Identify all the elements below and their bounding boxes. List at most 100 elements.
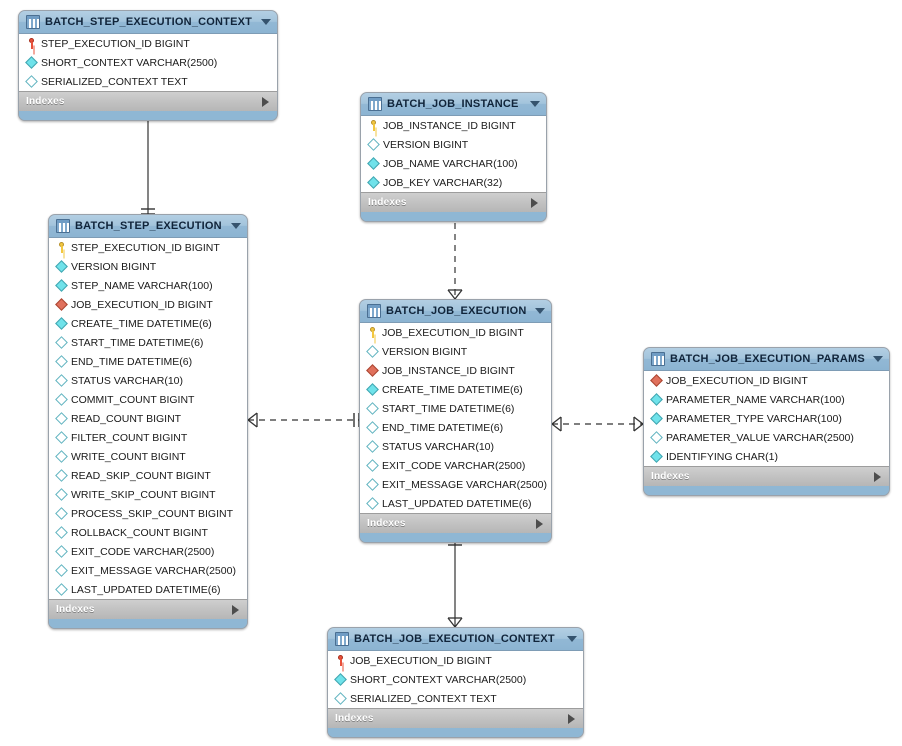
chevron-down-icon[interactable]	[535, 308, 545, 314]
relationship-rel-job-exec-step-exec[interactable]	[247, 412, 360, 428]
chevron-down-icon[interactable]	[231, 223, 241, 229]
table-name-label: BATCH_JOB_EXECUTION_CONTEXT	[354, 633, 555, 645]
column-row[interactable]: ROLLBACK_COUNT BIGINT	[49, 523, 247, 542]
not-null-column-icon	[651, 451, 662, 462]
column-row[interactable]: START_TIME DATETIME(6)	[360, 399, 551, 418]
indexes-section-batch_job_execution[interactable]: Indexes	[360, 513, 551, 533]
chevron-down-icon[interactable]	[530, 101, 540, 107]
column-row[interactable]: FILTER_COUNT BIGINT	[49, 428, 247, 447]
table-header-batch_job_execution_params[interactable]: BATCH_JOB_EXECUTION_PARAMS	[644, 348, 889, 371]
column-row[interactable]: JOB_EXECUTION_ID BIGINT	[49, 295, 247, 314]
expand-indexes-arrow-icon[interactable]	[531, 197, 538, 208]
column-row[interactable]: STATUS VARCHAR(10)	[360, 437, 551, 456]
column-row[interactable]: PARAMETER_NAME VARCHAR(100)	[644, 390, 889, 409]
column-row[interactable]: VERSION BIGINT	[360, 342, 551, 361]
relationship-rel-job-instance-execution[interactable]	[447, 211, 463, 300]
column-row[interactable]: JOB_EXECUTION_ID BIGINT	[328, 651, 583, 670]
column-row[interactable]: WRITE_COUNT BIGINT	[49, 447, 247, 466]
column-row[interactable]: CREATE_TIME DATETIME(6)	[360, 380, 551, 399]
column-row[interactable]: STATUS VARCHAR(10)	[49, 371, 247, 390]
nullable-column-icon	[56, 337, 67, 348]
table-icon	[367, 304, 381, 318]
relationship-rel-step-exec-context[interactable]	[140, 109, 156, 215]
column-row[interactable]: STEP_EXECUTION_ID BIGINT	[49, 238, 247, 257]
column-label: READ_COUNT BIGINT	[71, 412, 182, 425]
column-label: JOB_EXECUTION_ID BIGINT	[350, 654, 492, 667]
table-node-batch_job_execution[interactable]: BATCH_JOB_EXECUTION JOB_EXECUTION_ID BIGI…	[359, 299, 552, 543]
column-row[interactable]: SERIALIZED_CONTEXT TEXT	[19, 72, 277, 91]
column-row[interactable]: STEP_NAME VARCHAR(100)	[49, 276, 247, 295]
indexes-label: Indexes	[335, 713, 374, 724]
column-row[interactable]: EXIT_CODE VARCHAR(2500)	[360, 456, 551, 475]
column-label: JOB_EXECUTION_ID BIGINT	[382, 326, 524, 339]
table-header-batch_job_execution_context[interactable]: BATCH_JOB_EXECUTION_CONTEXT	[328, 628, 583, 651]
indexes-section-batch_job_execution_context[interactable]: Indexes	[328, 708, 583, 728]
column-row[interactable]: SERIALIZED_CONTEXT TEXT	[328, 689, 583, 708]
table-node-batch_step_execution[interactable]: BATCH_STEP_EXECUTION STEP_EXECUTION_ID BI…	[48, 214, 248, 629]
table-header-batch_step_execution[interactable]: BATCH_STEP_EXECUTION	[49, 215, 247, 238]
expand-indexes-arrow-icon[interactable]	[874, 471, 881, 482]
column-row[interactable]: VERSION BIGINT	[361, 135, 546, 154]
expand-indexes-arrow-icon[interactable]	[568, 713, 575, 724]
column-row[interactable]: LAST_UPDATED DATETIME(6)	[360, 494, 551, 513]
column-row[interactable]: PARAMETER_VALUE VARCHAR(2500)	[644, 428, 889, 447]
nullable-column-icon	[367, 422, 378, 433]
indexes-section-batch_job_instance[interactable]: Indexes	[361, 192, 546, 212]
column-row[interactable]: PROCESS_SKIP_COUNT BIGINT	[49, 504, 247, 523]
table-node-batch_job_instance[interactable]: BATCH_JOB_INSTANCE JOB_INSTANCE_ID BIGINT…	[360, 92, 547, 222]
table-node-batch_job_execution_context[interactable]: BATCH_JOB_EXECUTION_CONTEXT JOB_EXECUTION…	[327, 627, 584, 738]
primary-foreign-key-icon	[335, 655, 346, 666]
column-label: EXIT_MESSAGE VARCHAR(2500)	[382, 478, 547, 491]
column-row[interactable]: STEP_EXECUTION_ID BIGINT	[19, 34, 277, 53]
column-row[interactable]: LAST_UPDATED DATETIME(6)	[49, 580, 247, 599]
column-row[interactable]: COMMIT_COUNT BIGINT	[49, 390, 247, 409]
nullable-column-icon	[56, 394, 67, 405]
table-header-batch_job_instance[interactable]: BATCH_JOB_INSTANCE	[361, 93, 546, 116]
column-row[interactable]: READ_SKIP_COUNT BIGINT	[49, 466, 247, 485]
column-row[interactable]: WRITE_SKIP_COUNT BIGINT	[49, 485, 247, 504]
foreign-key-icon	[56, 299, 67, 310]
table-header-batch_job_execution[interactable]: BATCH_JOB_EXECUTION	[360, 300, 551, 323]
nullable-column-icon	[56, 565, 67, 576]
column-row[interactable]: EXIT_MESSAGE VARCHAR(2500)	[360, 475, 551, 494]
chevron-down-icon[interactable]	[873, 356, 883, 362]
column-row[interactable]: JOB_EXECUTION_ID BIGINT	[360, 323, 551, 342]
column-row[interactable]: VERSION BIGINT	[49, 257, 247, 276]
column-row[interactable]: START_TIME DATETIME(6)	[49, 333, 247, 352]
column-label: STEP_EXECUTION_ID BIGINT	[71, 241, 220, 254]
column-row[interactable]: JOB_NAME VARCHAR(100)	[361, 154, 546, 173]
column-row[interactable]: PARAMETER_TYPE VARCHAR(100)	[644, 409, 889, 428]
relationship-rel-job-exec-params[interactable]	[551, 416, 644, 432]
column-row[interactable]: JOB_INSTANCE_ID BIGINT	[361, 116, 546, 135]
indexes-section-batch_step_execution_context[interactable]: Indexes	[19, 91, 277, 111]
table-name-label: BATCH_JOB_INSTANCE	[387, 98, 519, 110]
column-label: START_TIME DATETIME(6)	[71, 336, 204, 349]
column-row[interactable]: READ_COUNT BIGINT	[49, 409, 247, 428]
column-row[interactable]: IDENTIFYING CHAR(1)	[644, 447, 889, 466]
chevron-down-icon[interactable]	[567, 636, 577, 642]
chevron-down-icon[interactable]	[261, 19, 271, 25]
column-row[interactable]: END_TIME DATETIME(6)	[360, 418, 551, 437]
expand-indexes-arrow-icon[interactable]	[262, 96, 269, 107]
column-row[interactable]: JOB_KEY VARCHAR(32)	[361, 173, 546, 192]
column-row[interactable]: JOB_EXECUTION_ID BIGINT	[644, 371, 889, 390]
table-header-batch_step_execution_context[interactable]: BATCH_STEP_EXECUTION_CONTEXT	[19, 11, 277, 34]
column-row[interactable]: JOB_INSTANCE_ID BIGINT	[360, 361, 551, 380]
column-row[interactable]: CREATE_TIME DATETIME(6)	[49, 314, 247, 333]
column-row[interactable]: SHORT_CONTEXT VARCHAR(2500)	[328, 670, 583, 689]
relationship-rel-job-exec-context[interactable]	[447, 539, 463, 628]
indexes-section-batch_job_execution_params[interactable]: Indexes	[644, 466, 889, 486]
expand-indexes-arrow-icon[interactable]	[232, 604, 239, 615]
column-row[interactable]: EXIT_MESSAGE VARCHAR(2500)	[49, 561, 247, 580]
column-row[interactable]: END_TIME DATETIME(6)	[49, 352, 247, 371]
column-label: FILTER_COUNT BIGINT	[71, 431, 188, 444]
column-row[interactable]: SHORT_CONTEXT VARCHAR(2500)	[19, 53, 277, 72]
indexes-section-batch_step_execution[interactable]: Indexes	[49, 599, 247, 619]
expand-indexes-arrow-icon[interactable]	[536, 518, 543, 529]
nullable-column-icon	[56, 508, 67, 519]
column-row[interactable]: EXIT_CODE VARCHAR(2500)	[49, 542, 247, 561]
